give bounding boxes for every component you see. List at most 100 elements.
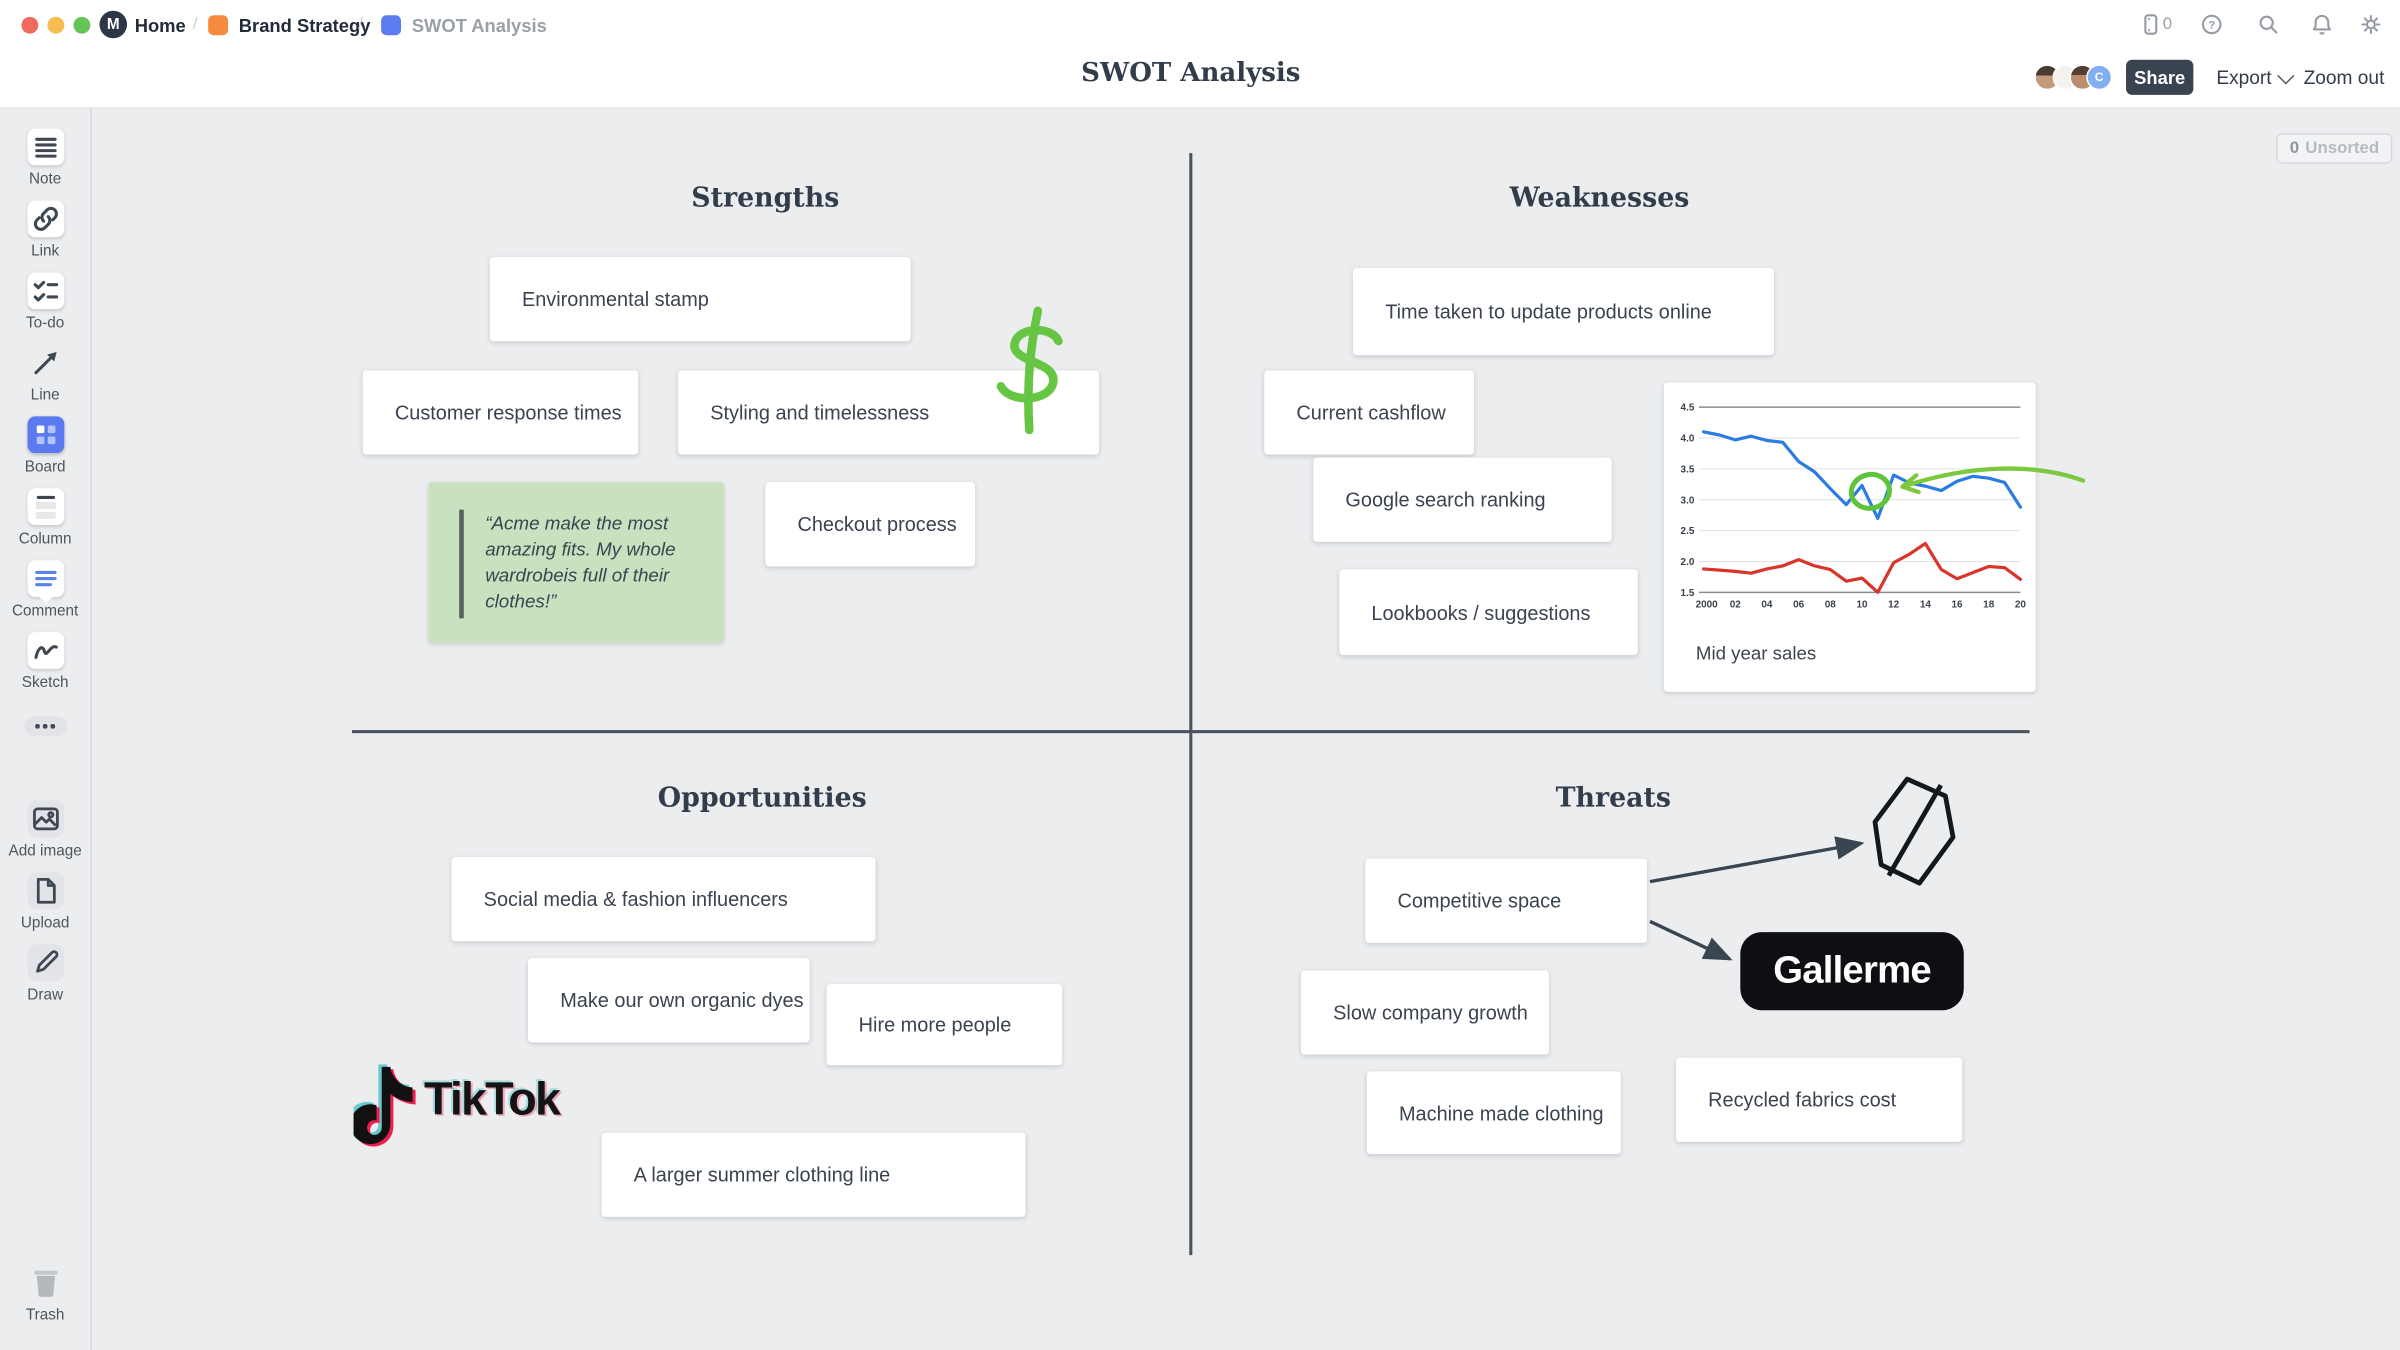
arrow-to-hexagon xyxy=(1649,836,1865,884)
tool-sidebar: Note Link To-do Line Board Column xyxy=(0,107,92,1350)
sidebar-item-link[interactable]: Link xyxy=(0,200,90,260)
heading-opportunities: Opportunities xyxy=(657,783,867,815)
chart-caption: Mid year sales xyxy=(1695,642,1817,665)
svg-text:16: 16 xyxy=(1952,600,1964,611)
page-title: SWOT Analysis xyxy=(1081,58,1301,89)
comment-icon xyxy=(34,570,56,587)
svg-text:4.0: 4.0 xyxy=(1681,434,1695,445)
tiktok-logo[interactable]: TikTok xyxy=(353,1056,630,1163)
gallerme-logo[interactable]: Gallerme xyxy=(1740,932,1964,1011)
heading-threats: Threats xyxy=(1555,783,1671,815)
tiktok-note-icon xyxy=(353,1064,416,1147)
minimize-window-button[interactable] xyxy=(47,16,65,34)
avatar-initial[interactable]: C xyxy=(2086,64,2113,91)
breadcrumb-brand-strategy[interactable]: Brand Strategy xyxy=(238,14,371,36)
home-logo-icon[interactable]: M xyxy=(99,10,128,39)
card-checkout-process[interactable]: Checkout process xyxy=(765,482,975,567)
unsorted-count: 0 xyxy=(2289,139,2300,158)
note-icon xyxy=(34,137,56,158)
svg-text:3.5: 3.5 xyxy=(1681,464,1695,475)
sidebar-item-trash[interactable]: Trash xyxy=(0,1264,90,1324)
gallerme-wordmark: Gallerme xyxy=(1773,948,1931,992)
svg-text:12: 12 xyxy=(1888,600,1900,611)
sidebar-item-comment[interactable]: Comment xyxy=(0,560,90,620)
breadcrumb-home[interactable]: Home xyxy=(134,14,186,36)
quote-bar xyxy=(459,509,464,619)
card-hire-more-people[interactable]: Hire more people xyxy=(826,984,1063,1066)
sidebar-item-note[interactable]: Note xyxy=(0,128,90,188)
sidebar-item-draw[interactable]: Draw xyxy=(0,944,90,1004)
help-icon[interactable]: ? xyxy=(2198,11,2226,39)
share-button[interactable]: Share xyxy=(2126,59,2194,95)
card-machine-made-clothing[interactable]: Machine made clothing xyxy=(1366,1071,1621,1155)
svg-text:2.0: 2.0 xyxy=(1681,557,1695,568)
breadcrumb: M Home / Brand Strategy / SWOT Analysis … xyxy=(0,0,2400,49)
sidebar-item-line[interactable]: Line xyxy=(0,344,90,404)
quote-note[interactable]: “Acme make the most amazing fits. My who… xyxy=(428,482,724,643)
chart-annotation-sketch xyxy=(1848,466,2086,511)
window-header: M Home / Brand Strategy / SWOT Analysis … xyxy=(0,0,2400,109)
close-window-button[interactable] xyxy=(21,16,39,34)
card-competitive-space[interactable]: Competitive space xyxy=(1365,858,1647,943)
mobile-app-icon[interactable] xyxy=(2137,11,2165,39)
add-image-icon xyxy=(32,807,59,831)
swot-board-icon[interactable] xyxy=(381,14,402,35)
competitor-hexagon-logo[interactable] xyxy=(1855,771,1974,897)
search-icon[interactable] xyxy=(2255,11,2283,39)
card-environmental-stamp[interactable]: Environmental stamp xyxy=(489,257,911,342)
column-icon xyxy=(35,495,56,519)
unsorted-label: Unsorted xyxy=(2305,139,2380,158)
arrow-to-gallerme xyxy=(1649,919,1733,961)
sidebar-item-board[interactable]: Board xyxy=(0,416,90,476)
quote-text: “Acme make the most amazing fits. My who… xyxy=(485,512,676,613)
more-icon xyxy=(23,716,67,737)
svg-text:04: 04 xyxy=(1761,600,1773,611)
dollar-sketch xyxy=(996,306,1063,435)
breadcrumb-separator: / xyxy=(358,14,363,33)
export-button[interactable]: Export xyxy=(2216,67,2295,89)
heading-strengths: Strengths xyxy=(691,183,840,215)
sidebar-item-more[interactable] xyxy=(0,716,90,737)
brand-strategy-board-icon[interactable] xyxy=(208,14,229,35)
card-social-media-influencers[interactable]: Social media & fashion influencers xyxy=(451,857,876,942)
quadrant-divider-horizontal xyxy=(352,730,2030,733)
card-current-cashflow[interactable]: Current cashflow xyxy=(1264,370,1474,455)
card-lookbooks-suggestions[interactable]: Lookbooks / suggestions xyxy=(1339,569,1638,656)
settings-gear-icon[interactable] xyxy=(2357,11,2385,39)
breadcrumb-separator: / xyxy=(192,14,198,33)
todo-icon xyxy=(32,280,58,302)
card-slow-company-growth[interactable]: Slow company growth xyxy=(1301,970,1549,1055)
card-recycled-fabrics-cost[interactable]: Recycled fabrics cost xyxy=(1676,1057,1963,1142)
card-summer-clothing-line[interactable]: A larger summer clothing line xyxy=(601,1132,1026,1217)
zoom-window-button[interactable] xyxy=(73,16,91,34)
breadcrumb-swot-analysis[interactable]: SWOT Analysis xyxy=(411,14,547,36)
svg-text:18: 18 xyxy=(1983,600,1995,611)
trash-icon xyxy=(33,1270,57,1297)
svg-text:2000: 2000 xyxy=(1696,600,1719,611)
toolbar: SWOT Analysis xyxy=(0,49,2400,107)
card-google-search-ranking[interactable]: Google search ranking xyxy=(1313,457,1612,542)
unsorted-badge[interactable]: 0 Unsorted xyxy=(2276,133,2393,164)
sidebar-item-column[interactable]: Column xyxy=(0,488,90,548)
card-time-to-update[interactable]: Time taken to update products online xyxy=(1353,267,1774,356)
svg-text:1.5: 1.5 xyxy=(1681,588,1695,599)
card-organic-dyes[interactable]: Make our own organic dyes xyxy=(528,958,810,1043)
sketch-icon xyxy=(33,645,58,659)
link-icon xyxy=(33,206,58,231)
notifications-bell-icon[interactable] xyxy=(2308,11,2336,39)
sidebar-item-add-image[interactable]: Add image xyxy=(0,800,90,860)
sidebar-item-upload[interactable]: Upload xyxy=(0,872,90,932)
svg-text:06: 06 xyxy=(1793,600,1805,611)
draw-pencil-icon xyxy=(35,950,58,973)
sidebar-item-sketch[interactable]: Sketch xyxy=(0,632,90,692)
sidebar-item-todo[interactable]: To-do xyxy=(0,272,90,332)
zoom-out-button[interactable]: Zoom out xyxy=(2303,67,2385,89)
card-customer-response-times[interactable]: Customer response times xyxy=(362,370,639,455)
svg-text:14: 14 xyxy=(1920,600,1932,611)
svg-text:3.0: 3.0 xyxy=(1681,495,1695,506)
upload-file-icon xyxy=(36,877,55,904)
svg-text:10: 10 xyxy=(1856,600,1868,611)
heading-weaknesses: Weaknesses xyxy=(1509,183,1690,215)
